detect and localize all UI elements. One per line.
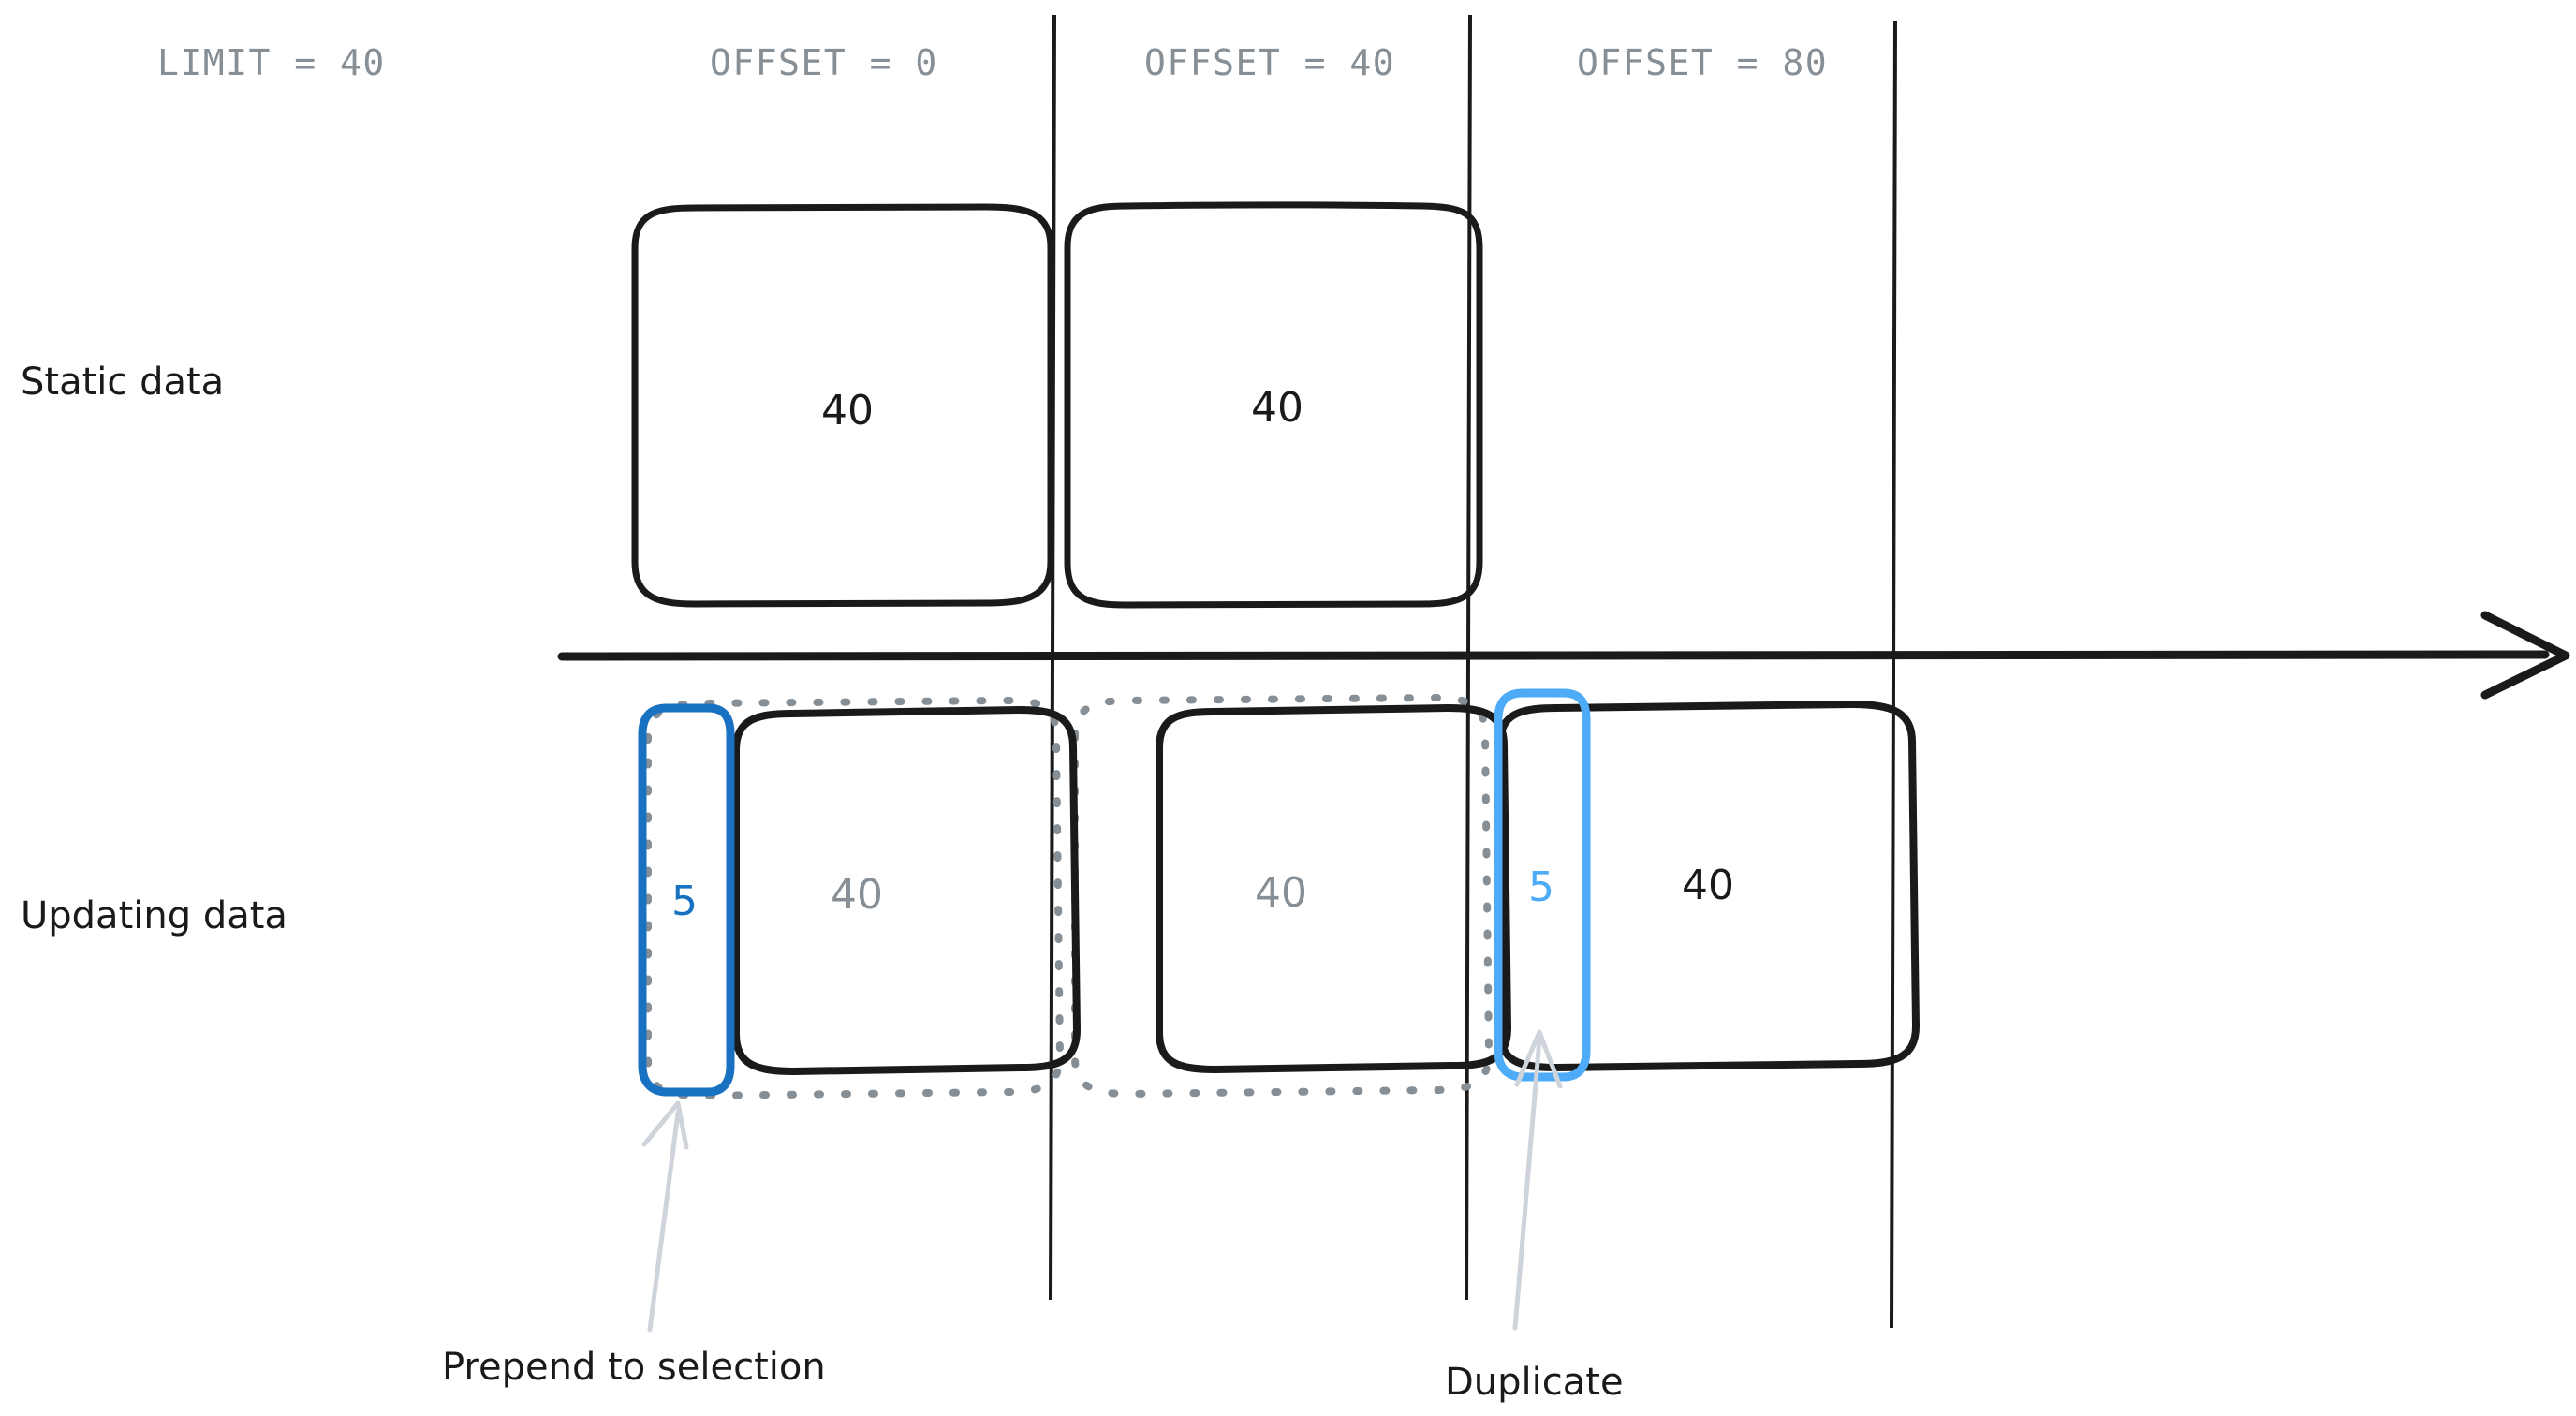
updating-page-3-value: 40 [1682, 862, 1734, 909]
duplicated-chunk-box [1494, 688, 1591, 1082]
row-label-updating-data: Updating data [21, 894, 287, 937]
static-page-2-box [1064, 201, 1483, 609]
duplicate-callout-arrow [1512, 1037, 1542, 1331]
prepend-callout-arrowhead-icon [641, 1100, 689, 1150]
ghost-window-2-box [1071, 693, 1494, 1099]
updating-page-1-value: 40 [831, 871, 883, 919]
timeline-axis [557, 650, 2550, 661]
prepend-callout-arrow [647, 1110, 681, 1333]
header-offset-80: OFFSET = 80 [1577, 42, 1829, 83]
timeline-arrowhead-icon [2480, 611, 2570, 700]
row-label-static-data: Static data [21, 361, 225, 404]
prepended-chunk-1-value: 5 [671, 878, 698, 925]
duplicate-callout-arrowhead-icon [1514, 1029, 1563, 1089]
annotation-prepend-to-selection: Prepend to selection [442, 1346, 826, 1389]
annotation-duplicate: Duplicate [1445, 1361, 1624, 1404]
updating-page-2-value: 40 [1255, 869, 1307, 917]
header-limit: LIMIT = 40 [157, 42, 386, 83]
header-offset-40: OFFSET = 40 [1144, 42, 1396, 83]
updating-page-1-box [732, 705, 1082, 1076]
updating-page-2-box [1156, 703, 1512, 1074]
header-offset-0: OFFSET = 0 [710, 42, 938, 83]
divider-offset-80 [1890, 20, 1897, 1329]
prepended-chunk-1-box [638, 703, 735, 1097]
duplicated-chunk-value: 5 [1528, 863, 1554, 911]
static-page-2-value: 40 [1251, 384, 1303, 432]
static-page-1-value: 40 [821, 387, 874, 435]
static-page-1-box [631, 203, 1054, 608]
